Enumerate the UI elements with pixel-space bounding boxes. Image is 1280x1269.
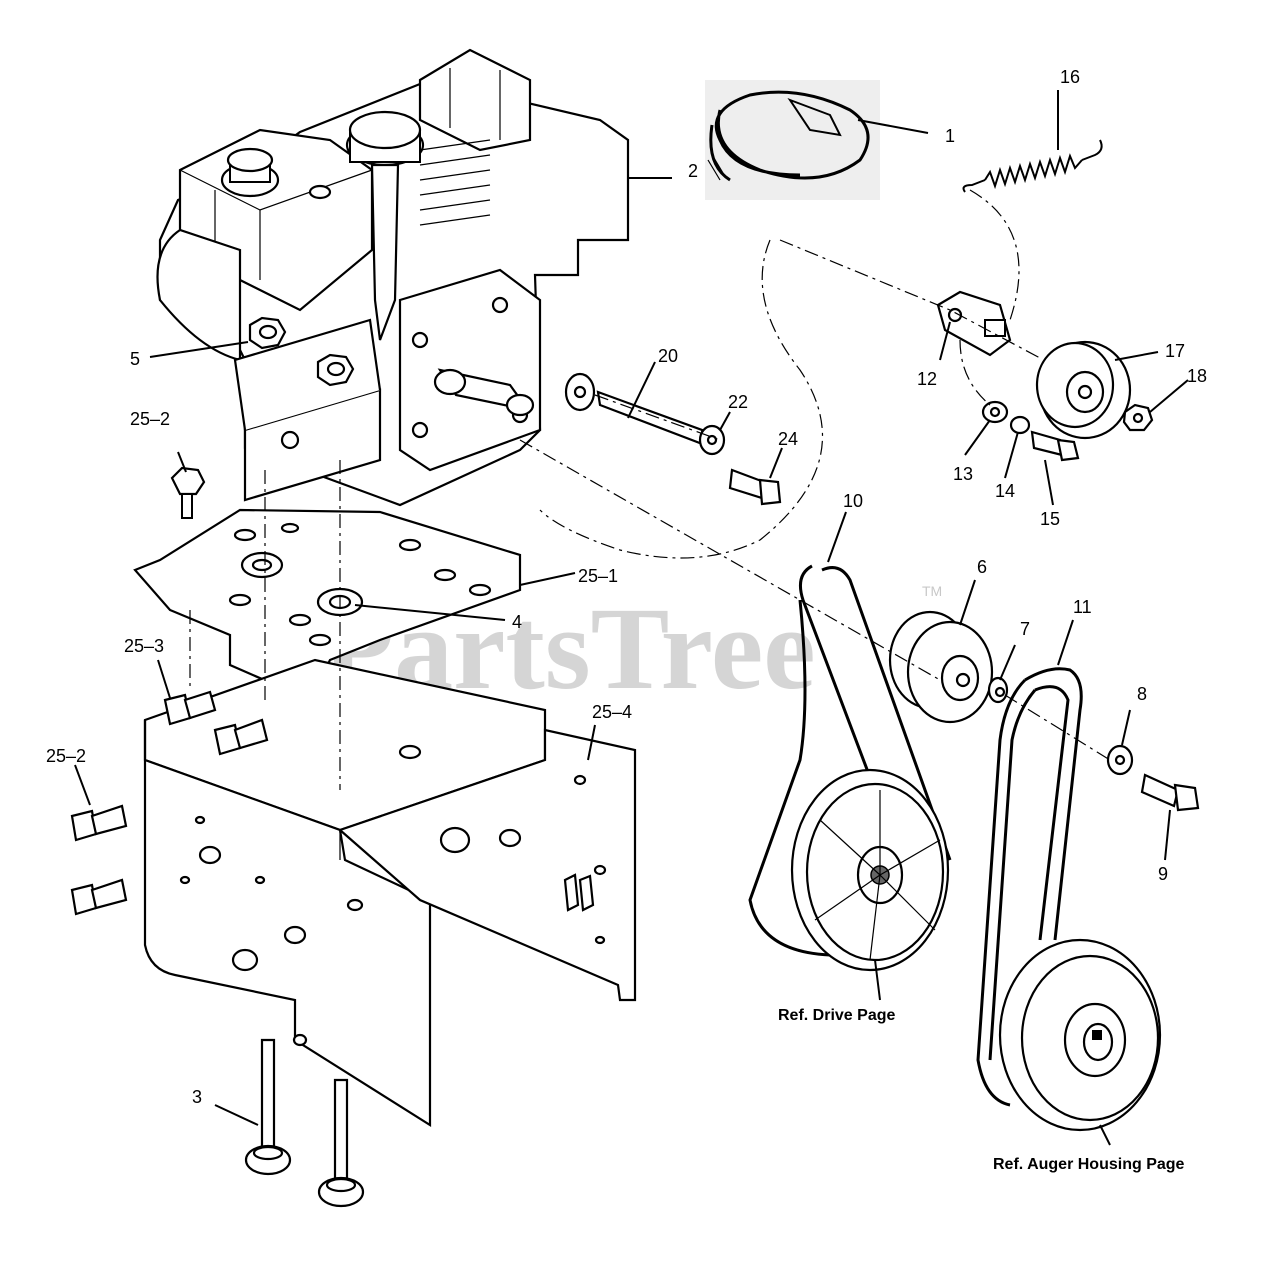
engine-illustration [156, 48, 630, 507]
callout-25-1: 25–1 [578, 566, 618, 586]
spring-illustration [962, 139, 1103, 193]
drive-belt-illustration [748, 564, 952, 972]
idler-assembly-illustration [936, 290, 1154, 462]
ref-auger-housing-page: Ref. Auger Housing Page [993, 1156, 1185, 1173]
callout-12: 12 [917, 369, 937, 389]
callout-8: 8 [1137, 684, 1147, 704]
callout-15: 15 [1040, 509, 1060, 529]
callout-1: 1 [945, 126, 955, 146]
callout-11: 11 [1073, 597, 1092, 617]
frame-illustration [133, 508, 637, 1127]
callout-20: 20 [658, 346, 678, 366]
callout-18: 18 [1187, 366, 1207, 386]
heater-cord-illustration [705, 80, 880, 200]
center-lines [189, 189, 1111, 790]
callout-5: 5 [130, 349, 140, 369]
callout-14: 14 [995, 481, 1015, 501]
callout-labels: 1 2 3 4 5 6 7 8 9 10 11 12 13 14 15 16 1… [46, 67, 1207, 1107]
callout-9: 9 [1158, 864, 1168, 884]
callout-25-4: 25–4 [592, 702, 632, 722]
callout-13: 13 [953, 464, 973, 484]
ref-drive-page: Ref. Drive Page [778, 1007, 895, 1024]
callout-25-3: 25–3 [124, 636, 164, 656]
auger-belt-illustration [976, 667, 1162, 1132]
watermark-trademark: TM [922, 583, 942, 599]
engine-pulley-illustration [888, 610, 1200, 812]
callout-22: 22 [728, 392, 748, 412]
callout-7: 7 [1020, 619, 1030, 639]
leader-lines [74, 90, 1189, 1146]
callout-10: 10 [843, 491, 863, 511]
callout-4: 4 [512, 612, 522, 632]
bolts-illustration [70, 466, 365, 1208]
callout-25-2-left: 25–2 [46, 746, 86, 766]
callout-17: 17 [1165, 341, 1185, 361]
callout-16: 16 [1060, 67, 1080, 87]
callout-3: 3 [192, 1087, 202, 1107]
callout-24: 24 [778, 429, 798, 449]
callout-2: 2 [688, 161, 698, 181]
callout-6: 6 [977, 557, 987, 577]
callout-25-2-top: 25–2 [130, 409, 170, 429]
